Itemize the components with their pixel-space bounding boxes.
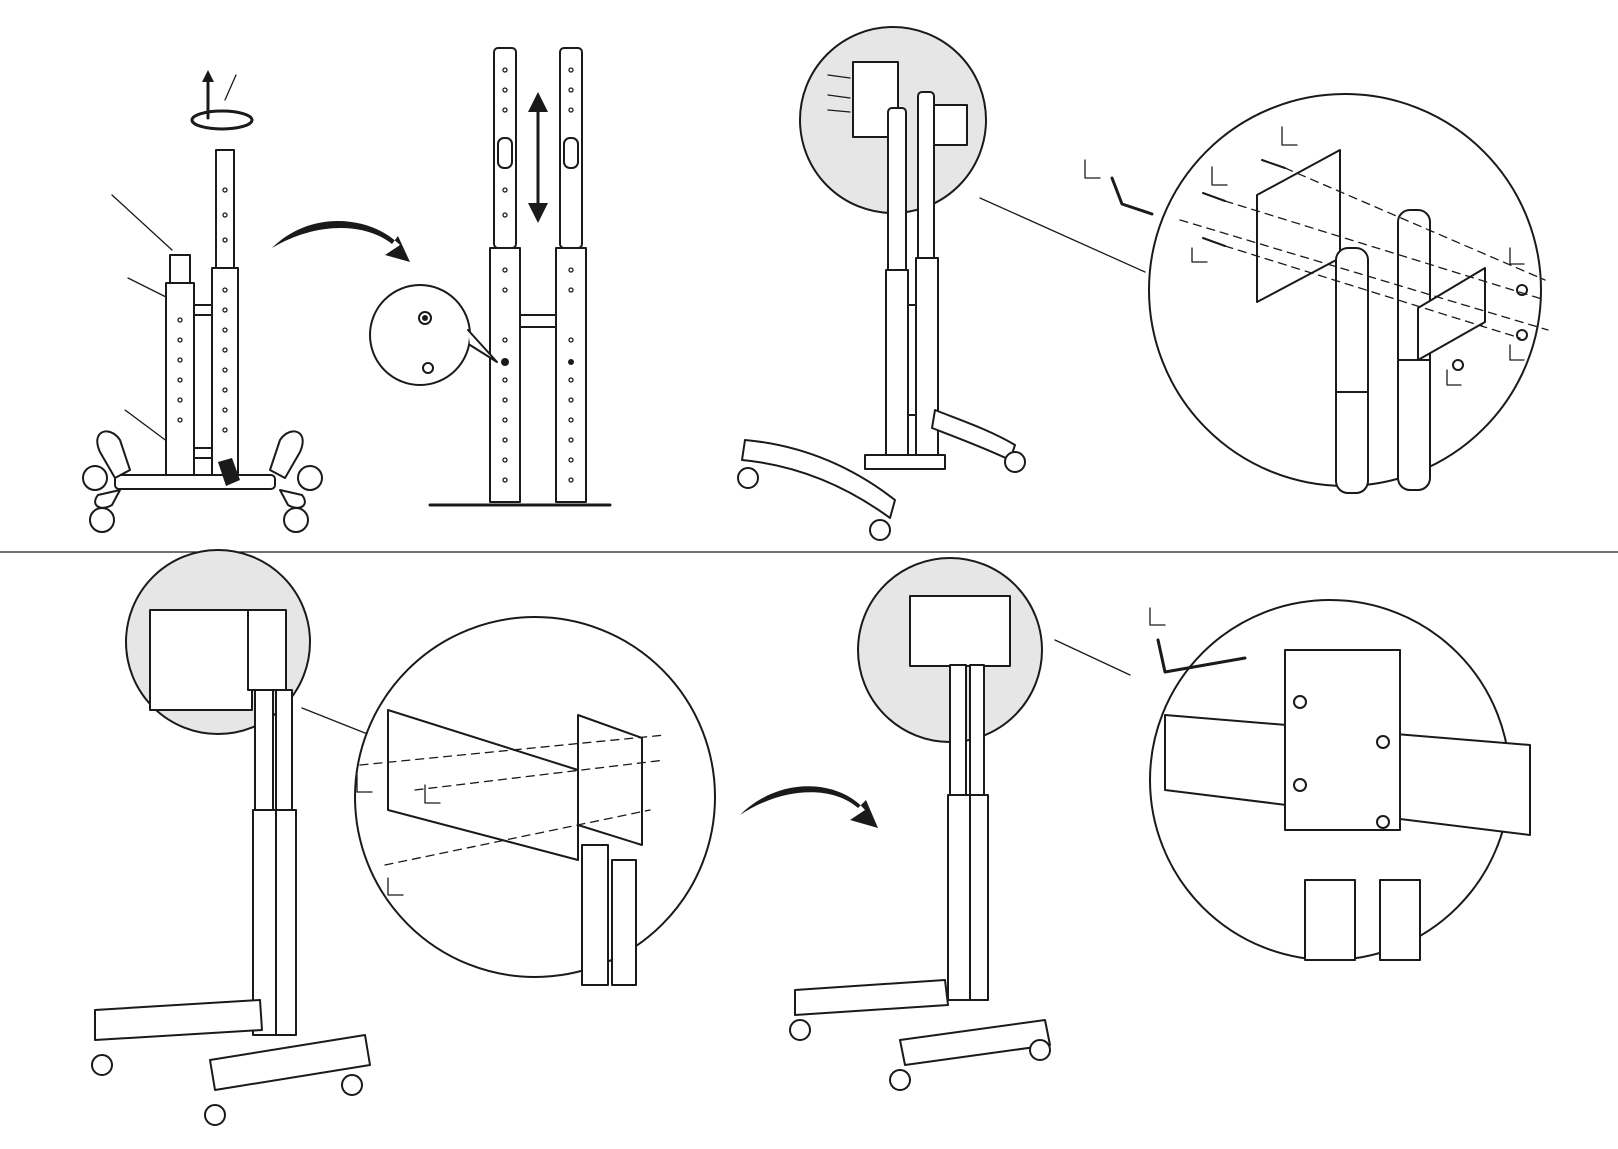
curved-arrow-icon — [272, 221, 410, 262]
panel-tighten — [790, 558, 1530, 1090]
pole-left — [888, 108, 906, 276]
pole-lower — [970, 795, 988, 1000]
pole-detail — [1305, 880, 1355, 960]
callout-leader — [1055, 640, 1130, 675]
pole-upper — [950, 665, 966, 795]
pole-upper — [255, 690, 273, 810]
leg-left-front — [95, 490, 120, 508]
pole-outer-left — [490, 248, 520, 502]
panel-attach-rail — [92, 550, 715, 1125]
panel-attach-bracket — [738, 27, 1548, 540]
rotate-arrow-icon — [192, 70, 252, 129]
curved-arrow-icon — [740, 786, 878, 828]
caster-wheel — [1030, 1040, 1050, 1060]
pin-detail-callout — [370, 285, 497, 385]
panel-adjust-pole — [83, 70, 322, 532]
pole-detail-left — [1336, 248, 1368, 493]
leader-line — [125, 410, 172, 445]
caster-wheel — [870, 520, 890, 540]
caster-wheel — [92, 1055, 112, 1075]
pole-outer-right — [556, 248, 586, 502]
pole-right — [918, 92, 934, 262]
pole-upper — [276, 690, 292, 810]
hex-key-icon — [1112, 178, 1152, 214]
rail-frame — [910, 596, 1010, 666]
bracket-plate-detail — [578, 715, 642, 845]
cross-bar — [194, 305, 212, 315]
pole-lower — [948, 795, 970, 1000]
caster-wheel — [83, 466, 107, 490]
part-reference-marks — [1150, 608, 1165, 625]
base-leg — [795, 980, 948, 1015]
locking-pin — [501, 358, 509, 366]
pole-upper — [970, 665, 984, 795]
caster-wheel — [205, 1105, 225, 1125]
pole-detail — [612, 860, 636, 985]
pole-lower — [276, 810, 296, 1035]
caster-wheel — [90, 508, 114, 532]
pole-detail — [582, 845, 608, 985]
cross-bar — [194, 448, 212, 458]
base-leg — [900, 1020, 1050, 1065]
callout-leader — [302, 708, 370, 735]
caster-wheel — [298, 466, 322, 490]
leader-line — [112, 195, 172, 250]
pole-outer-left — [886, 270, 908, 460]
callout-leader — [980, 198, 1145, 272]
outer-pole-left — [166, 283, 194, 483]
caster-wheel — [890, 1070, 910, 1090]
leg-right-front — [280, 490, 305, 508]
double-arrow-icon — [528, 92, 548, 223]
leg-right — [270, 431, 303, 478]
caster-wheel — [284, 508, 308, 532]
outer-pole-right — [212, 268, 238, 483]
plate-detail — [1285, 650, 1400, 830]
base-leg-back — [932, 410, 1015, 460]
base-bar — [115, 475, 275, 489]
pole-detail — [1380, 880, 1420, 960]
bracket-plate — [248, 610, 286, 690]
inner-pole-extended — [216, 150, 234, 270]
rail-frame — [150, 610, 252, 710]
caster-wheel — [1005, 452, 1025, 472]
inner-pole — [170, 255, 190, 285]
base-leg — [95, 1000, 262, 1040]
cross-bar — [520, 315, 556, 327]
caster-wheel — [790, 1020, 810, 1040]
caster-wheel — [342, 1075, 362, 1095]
leader-line — [225, 75, 236, 100]
base-bar — [865, 455, 945, 469]
locking-pin — [568, 359, 574, 365]
panel-height-adjust — [370, 48, 610, 505]
base-leg-front — [742, 440, 895, 518]
caster-wheel — [738, 468, 758, 488]
